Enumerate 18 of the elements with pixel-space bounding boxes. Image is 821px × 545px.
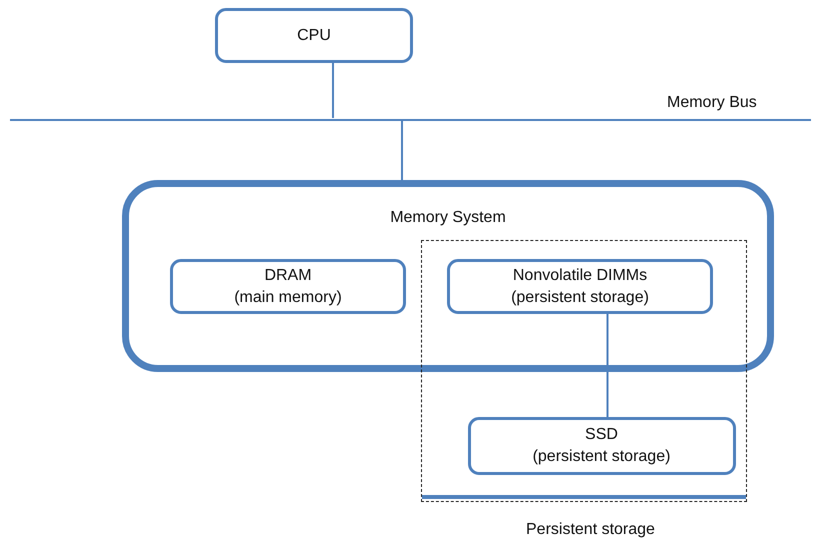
box-subtitle: (persistent storage) — [511, 288, 649, 308]
group-title: Persistent storage — [526, 521, 655, 539]
box-subtitle: (main memory) — [234, 288, 342, 308]
box-title: CPU — [297, 26, 331, 46]
process-box — [170, 259, 406, 314]
group-title: Memory System — [390, 209, 506, 226]
process-box — [468, 416, 736, 474]
process-box — [215, 8, 413, 63]
box-title: DRAM — [264, 266, 312, 286]
process-box — [447, 259, 713, 314]
box-subtitle: (persistent storage) — [532, 446, 670, 466]
group-box — [122, 180, 774, 372]
connector-line — [606, 314, 608, 417]
box-title: SSD — [585, 424, 618, 444]
bus-label: Memory Bus — [667, 94, 757, 112]
box-title: Nonvolatile DIMMs — [512, 266, 648, 286]
connector-line — [332, 63, 334, 118]
connector-line — [401, 121, 403, 180]
